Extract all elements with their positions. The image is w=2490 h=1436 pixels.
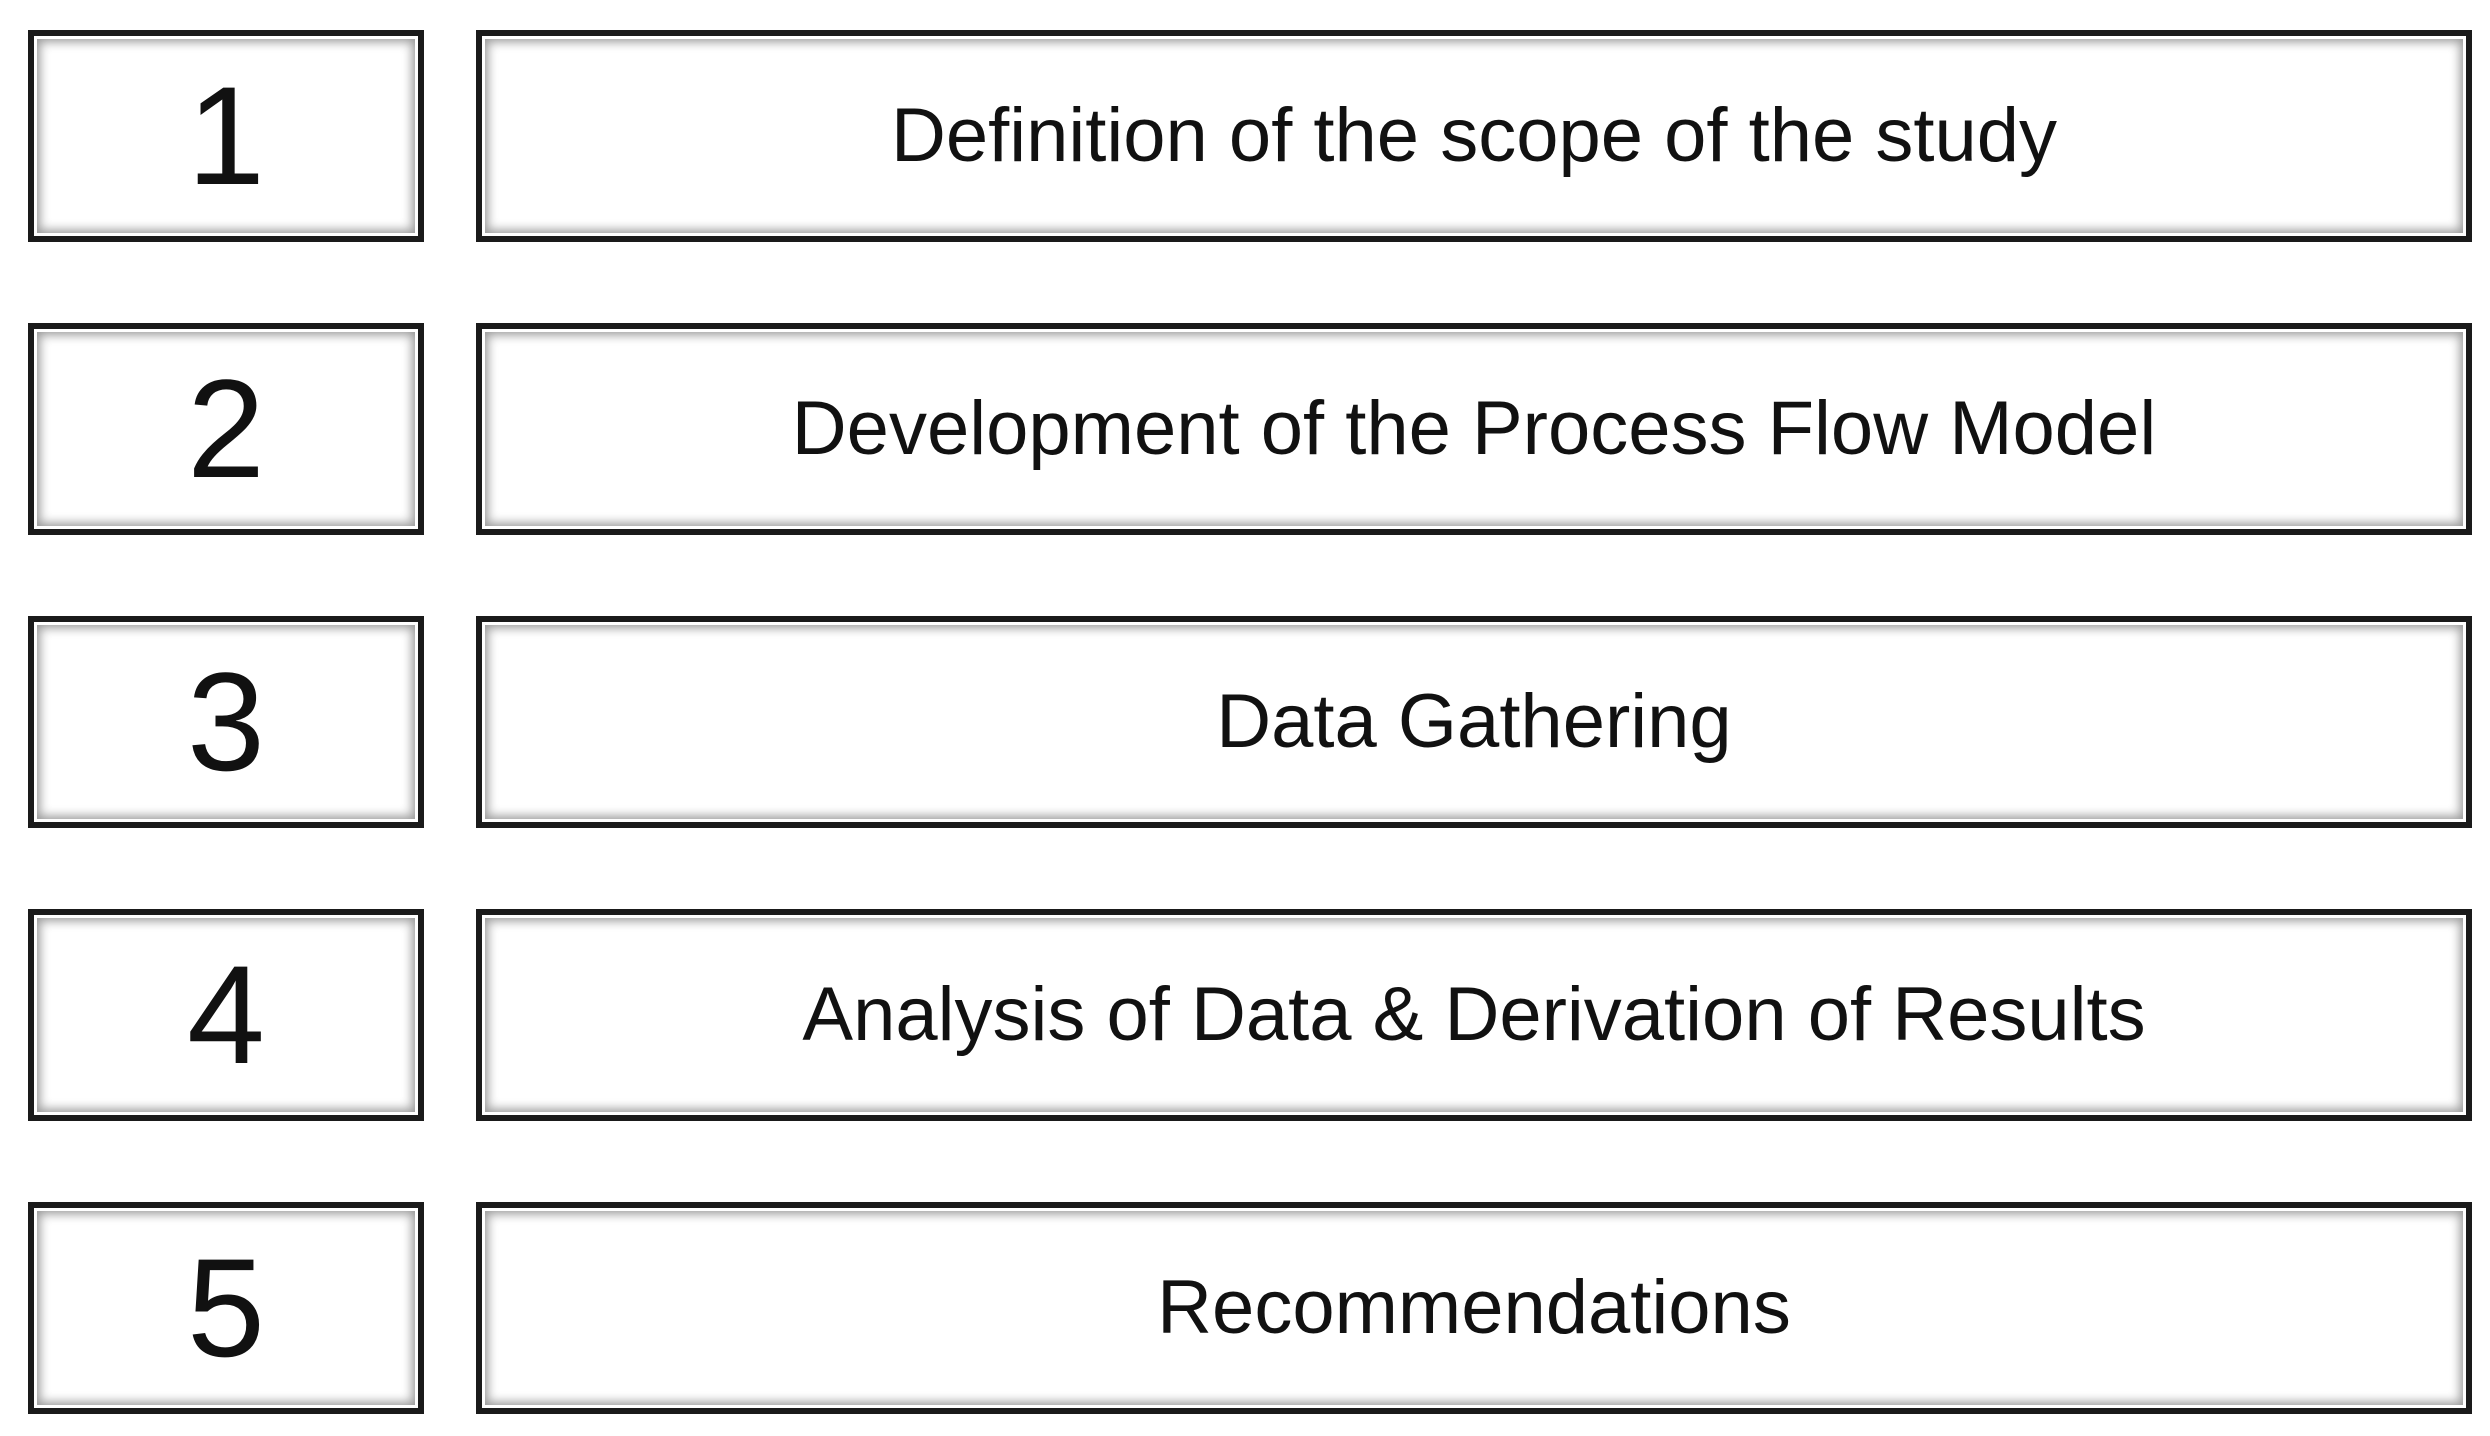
step-number-box: 5 [28,1202,424,1414]
step-row-2: 2 Development of the Process Flow Model [0,323,2490,535]
step-label: Data Gathering [1216,679,1732,764]
step-label: Development of the Process Flow Model [791,386,2157,471]
step-label-box: Definition of the scope of the study [476,30,2472,242]
step-label: Definition of the scope of the study [890,93,2058,178]
step-label-box: Data Gathering [476,616,2472,828]
step-label: Recommendations [1157,1265,1791,1350]
step-number: 3 [187,643,265,800]
step-label-box: Development of the Process Flow Model [476,323,2472,535]
step-row-3: 3 Data Gathering [0,616,2490,828]
step-number-box: 4 [28,909,424,1121]
step-row-5: 5 Recommendations [0,1202,2490,1414]
step-number: 1 [187,57,265,214]
step-number: 4 [187,936,265,1093]
step-row-4: 4 Analysis of Data & Derivation of Resul… [0,909,2490,1121]
step-number-box: 1 [28,30,424,242]
step-number-box: 2 [28,323,424,535]
step-label-box: Analysis of Data & Derivation of Results [476,909,2472,1121]
step-label-box: Recommendations [476,1202,2472,1414]
step-number: 5 [187,1229,265,1386]
step-number: 2 [187,350,265,507]
step-number-box: 3 [28,616,424,828]
step-row-1: 1 Definition of the scope of the study [0,30,2490,242]
step-label: Analysis of Data & Derivation of Results [802,972,2146,1057]
